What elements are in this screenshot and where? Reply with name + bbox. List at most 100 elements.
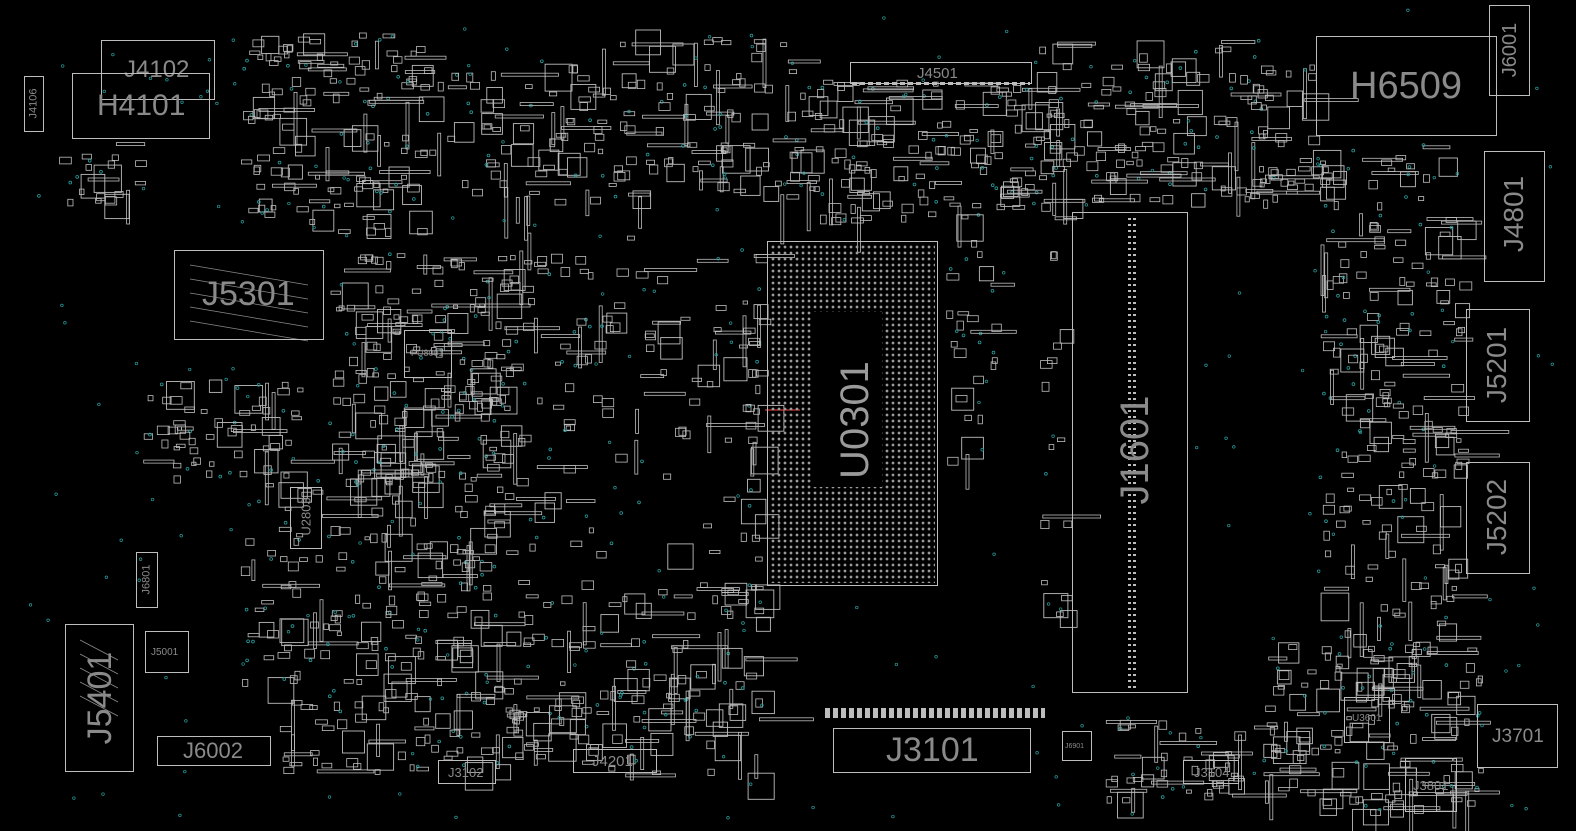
via xyxy=(235,386,240,390)
j3102-outline[interactable] xyxy=(438,760,496,784)
ic-footprint xyxy=(1213,752,1229,768)
ic-footprint xyxy=(819,100,838,119)
j3701-outline[interactable] xyxy=(1477,704,1558,768)
passive-footprint xyxy=(453,559,461,566)
passive-footprint xyxy=(320,650,330,660)
j6801-label: J6801 xyxy=(140,564,153,595)
j4102-outline[interactable] xyxy=(101,40,215,100)
passive-footprint xyxy=(1160,164,1173,173)
passive-footprint xyxy=(239,410,251,416)
passive-footprint xyxy=(1193,161,1203,170)
passive-footprint xyxy=(1167,157,1180,163)
strip-footprint xyxy=(829,178,833,226)
via xyxy=(1224,436,1228,440)
passive-footprint xyxy=(1116,159,1125,168)
passive-footprint xyxy=(397,751,406,761)
passive-footprint xyxy=(1265,174,1271,184)
ic-footprint xyxy=(747,478,761,493)
j4106-outline[interactable] xyxy=(24,76,44,132)
passive-footprint xyxy=(1050,251,1058,261)
u3601-outline[interactable] xyxy=(1344,697,1390,743)
via xyxy=(1404,195,1408,199)
j5301-outline[interactable] xyxy=(174,250,324,340)
ic-footprint xyxy=(1043,593,1069,619)
passive-footprint xyxy=(1251,102,1262,110)
passive-footprint xyxy=(1257,89,1268,99)
strip-footprint xyxy=(1320,334,1358,339)
ic-footprint xyxy=(1453,464,1468,479)
via xyxy=(104,575,109,579)
via xyxy=(371,104,375,108)
passive-footprint xyxy=(1369,292,1379,301)
ic-footprint xyxy=(1424,227,1454,256)
ic-footprint xyxy=(791,152,813,174)
strip-footprint xyxy=(271,183,317,188)
via xyxy=(338,709,343,714)
j6801-outline[interactable] xyxy=(136,552,158,608)
via xyxy=(1168,182,1172,187)
passive-footprint xyxy=(392,620,404,629)
strip-footprint xyxy=(1251,142,1256,200)
ic-footprint xyxy=(558,692,587,720)
j5001-outline[interactable] xyxy=(145,631,189,673)
via xyxy=(684,113,689,118)
passive-footprint xyxy=(675,427,687,437)
via xyxy=(755,359,759,364)
passive-footprint xyxy=(1109,175,1117,184)
j5201-outline[interactable] xyxy=(1466,309,1530,422)
via xyxy=(1095,173,1099,178)
via xyxy=(1054,775,1058,779)
u0301-outline[interactable] xyxy=(767,241,938,586)
strip-footprint xyxy=(757,304,761,348)
via xyxy=(1229,86,1234,91)
passive-footprint xyxy=(496,354,506,360)
j6002-outline[interactable] xyxy=(157,736,271,766)
passive-footprint xyxy=(789,151,798,159)
ic-footprint xyxy=(666,163,685,183)
j3801-outline[interactable] xyxy=(1405,758,1457,812)
h4101-outline[interactable] xyxy=(72,73,210,139)
passive-footprint xyxy=(1126,777,1136,784)
passive-footprint xyxy=(1432,426,1443,433)
passive-footprint xyxy=(261,600,274,605)
strip-footprint xyxy=(343,268,391,273)
passive-footprint xyxy=(1413,642,1421,647)
via xyxy=(1408,698,1413,703)
via xyxy=(634,758,638,763)
passive-footprint xyxy=(386,50,399,57)
passive-footprint xyxy=(739,344,749,349)
passive-footprint xyxy=(745,421,757,430)
ic-footprint xyxy=(480,99,495,113)
j4801-outline[interactable] xyxy=(1484,151,1545,282)
passive-footprint xyxy=(823,124,836,133)
pu8001-outline[interactable] xyxy=(404,330,452,378)
strip-footprint xyxy=(527,232,532,271)
passive-footprint xyxy=(1340,791,1352,797)
passive-footprint xyxy=(1240,75,1248,85)
j6901-outline[interactable] xyxy=(1062,731,1092,761)
passive-footprint xyxy=(356,175,366,182)
passive-footprint xyxy=(1145,92,1153,101)
passive-footprint xyxy=(635,271,649,279)
h6509-outline[interactable] xyxy=(1316,36,1497,136)
passive-footprint xyxy=(513,729,524,737)
ic-footprint xyxy=(496,293,523,320)
j3101-outline[interactable] xyxy=(833,728,1031,773)
via xyxy=(1358,430,1363,435)
passive-footprint xyxy=(561,595,573,605)
j1601-outline[interactable] xyxy=(1072,212,1188,693)
j5202-outline[interactable] xyxy=(1466,462,1530,574)
strip-footprint xyxy=(283,752,313,757)
u2803-outline[interactable] xyxy=(290,487,322,549)
j4201-outline[interactable] xyxy=(573,749,657,773)
passive-footprint xyxy=(443,385,456,393)
via xyxy=(353,41,358,46)
passive-footprint xyxy=(549,91,558,97)
via xyxy=(269,468,273,472)
j3104-outline[interactable] xyxy=(1183,760,1239,784)
via xyxy=(388,209,392,214)
j6001-outline[interactable] xyxy=(1489,5,1530,96)
j5401-outline[interactable] xyxy=(65,624,134,772)
passive-footprint xyxy=(191,461,197,466)
ic-footprint xyxy=(1356,667,1385,696)
